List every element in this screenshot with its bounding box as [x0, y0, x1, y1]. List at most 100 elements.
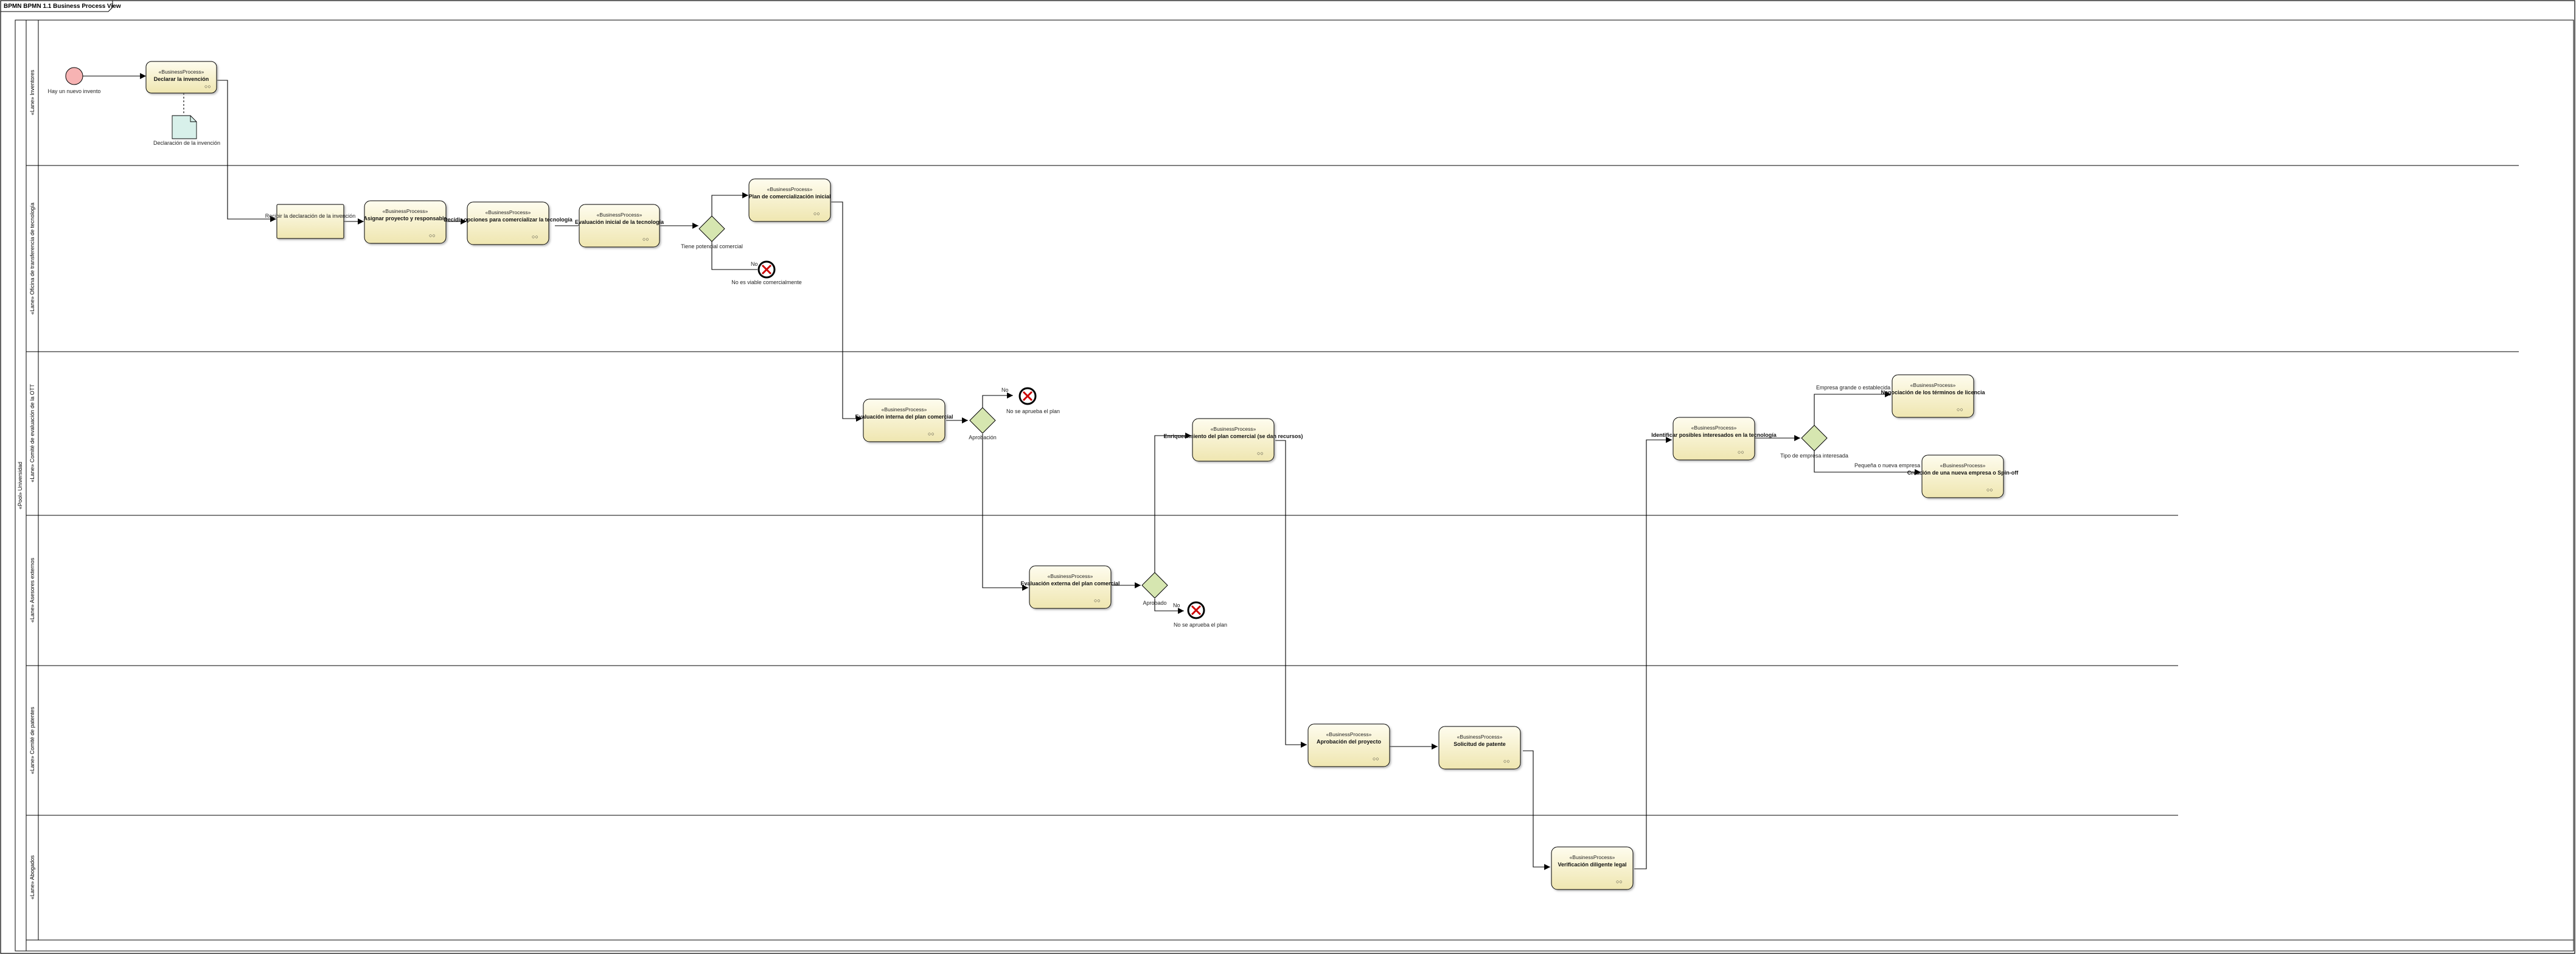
task-t11-label: Solicitud de patente — [1453, 741, 1506, 747]
task-t5[interactable]: «BusinessProcess» Evaluación inicial de … — [575, 204, 664, 248]
task-t15-label: Creación de una nueva empresa o Spin-off — [1907, 470, 2019, 476]
task-t14[interactable]: «BusinessProcess» Negociación de los tér… — [1881, 374, 1986, 418]
gateway-g3: Aprobado — [1141, 572, 1168, 606]
subprocess-icon: ○○ — [1616, 879, 1623, 885]
flow-g2-to-t8 — [982, 434, 1028, 591]
task-t6-label: Plan de comercialización inicial — [748, 193, 830, 200]
task-stereotype: «BusinessProcess» — [159, 69, 204, 75]
task-t1[interactable]: «BusinessProcess» Declarar la invención … — [145, 61, 217, 94]
svg-text:Hay un nuevo invento: Hay un nuevo invento — [47, 88, 100, 94]
task-stereotype: «BusinessProcess» — [767, 186, 813, 192]
end-event-2-label: No se aprueba el plan — [1006, 408, 1060, 414]
end-event-1-label: No es viable comercialmente — [731, 279, 802, 285]
flow-label-small-company: Pequeña o nueva empresa — [1854, 462, 1920, 468]
task-stereotype: «BusinessProcess» — [1691, 425, 1737, 431]
task-t4-label: Decidir opciones para comercializar la t… — [444, 217, 573, 223]
task-t15[interactable]: «BusinessProcess» Creación de una nueva … — [1907, 454, 2019, 498]
task-stereotype: «BusinessProcess» — [1211, 426, 1256, 432]
task-t14-label: Negociación de los términos de licencia — [1881, 389, 1985, 395]
flow-label-big-company: Empresa grande o establecida — [1816, 385, 1890, 391]
task-t9-label: Enriquecimiento del plan comercial (se d… — [1163, 433, 1303, 439]
task-t5-label: Evaluación inicial de la tecnología — [575, 219, 664, 225]
gateway-g4-label: Tipo de empresa interesada — [1780, 453, 1848, 459]
task-t10-label: Aprobación del proyecto — [1317, 739, 1382, 745]
flow-g3-to-end3 — [1154, 599, 1184, 614]
diagram-title: BPMN BPMN 1.1 Business Process View — [4, 3, 121, 10]
end-event-3: No se aprueba el plan — [1174, 601, 1227, 628]
task-stereotype: «BusinessProcess» — [1910, 382, 1956, 388]
subprocess-icon: ○○ — [1738, 449, 1744, 455]
end-event-3-label: No se aprueba el plan — [1174, 622, 1227, 628]
task-stereotype: «BusinessProcess» — [1570, 854, 1615, 860]
lane-otri-label: «Lane» Oficina de transferencia de tecno… — [29, 203, 35, 315]
flow-t9-to-t10 — [1275, 440, 1307, 748]
subprocess-icon: ○○ — [1986, 487, 1993, 493]
start-event-label: Hay un nuevo invento — [47, 88, 100, 94]
task-t7-label: Evaluación interna del plan comercial — [855, 414, 953, 420]
subprocess-icon: ○○ — [1373, 756, 1379, 762]
task-t3[interactable]: «BusinessProcess» Asignar proyecto y res… — [363, 200, 447, 244]
gateway-g2: Aprobación — [969, 407, 997, 440]
flow-label-no3: No — [1173, 602, 1180, 608]
task-stereotype: «BusinessProcess» — [1048, 573, 1093, 579]
subprocess-icon: ○○ — [642, 236, 649, 242]
task-t12[interactable]: «BusinessProcess» Verificación diligente… — [1551, 846, 1634, 890]
task-t6[interactable]: «BusinessProcess» Plan de comercializaci… — [748, 178, 831, 222]
pool-label: «Pool» Universidad — [17, 462, 23, 509]
task-t7[interactable]: «BusinessProcess» Evaluación interna del… — [855, 399, 953, 442]
task-t2-label: Recibir la declaración de la invención — [265, 213, 356, 219]
flow-t11-to-t12 — [1523, 750, 1550, 870]
task-t9[interactable]: «BusinessProcess» Enriquecimiento del pl… — [1163, 418, 1303, 462]
flow-g4-to-t14 — [1814, 391, 1891, 430]
subprocess-icon: ○○ — [1257, 450, 1264, 456]
task-stereotype: «BusinessProcess» — [1940, 462, 1986, 468]
gateway-g1-label: Tiene potencial comercial — [681, 243, 743, 249]
task-t2[interactable]: Recibir la declaración de la invención — [265, 204, 356, 239]
gateway-g1: Tiene potencial comercial — [681, 215, 743, 249]
flow-t12-to-t13 — [1634, 437, 1672, 869]
lane-abogados-label: «Lane» Abogados — [29, 855, 35, 899]
flow-t1-to-t2 — [217, 80, 276, 222]
data-object-label: Declaración de la invención — [153, 140, 220, 146]
task-t4[interactable]: «BusinessProcess» Decidir opciones para … — [444, 201, 573, 245]
lane-patentes-label: «Lane» Comité de patentes — [29, 706, 35, 774]
end-event-2: No se aprueba el plan — [1006, 387, 1060, 414]
pool: «Pool» Universidad — [15, 19, 2574, 952]
task-t13-label: Identificar posibles interesados en la t… — [1651, 432, 1777, 438]
flow-g1-to-t6 — [711, 192, 748, 218]
task-stereotype: «BusinessProcess» — [383, 208, 428, 214]
flow-label-no2: No — [1001, 387, 1009, 393]
task-t13[interactable]: «BusinessProcess» Identificar posibles i… — [1651, 417, 1777, 461]
task-t3-label: Asignar proyecto y responsable — [363, 215, 447, 221]
task-t1-label: Declarar la invención — [154, 76, 209, 82]
flow-g4-to-t15 — [1814, 445, 1921, 475]
flow-t6-to-t7 — [831, 201, 862, 422]
flow-g1-to-end1 — [711, 240, 757, 270]
flow-g3-to-t9 — [1154, 433, 1191, 577]
task-t8[interactable]: «BusinessProcess» Evaluación externa del… — [1020, 565, 1120, 609]
data-object: Declaración de la invención — [153, 115, 220, 146]
task-stereotype: «BusinessProcess» — [486, 209, 531, 215]
subprocess-icon: ○○ — [1094, 597, 1101, 604]
task-t8-label: Evaluación externa del plan comercial — [1020, 580, 1119, 587]
subprocess-icon: ○○ — [1957, 406, 1963, 413]
gateway-g3-label: Aprobado — [1143, 600, 1166, 606]
flow-labels: No No No Empresa grande o establecida Pe… — [751, 261, 1920, 608]
flow-label-no1: No — [751, 261, 758, 267]
lane-asesores-label: «Lane» Asesores externos — [29, 557, 35, 622]
subprocess-icon: ○○ — [928, 431, 935, 437]
subprocess-icon: ○○ — [204, 83, 211, 89]
lanes: «Lane» Inventores «Lane» Oficina de tran… — [26, 20, 2574, 941]
subprocess-icon: ○○ — [429, 232, 436, 238]
task-t12-label: Verificación diligente legal — [1558, 862, 1626, 868]
gateway-g4: Tipo de empresa interesada — [1780, 425, 1848, 459]
task-t10[interactable]: «BusinessProcess» Aprobación del proyect… — [1307, 723, 1390, 767]
task-t11[interactable]: «BusinessProcess» Solicitud de patente ○… — [1438, 726, 1521, 770]
task-stereotype: «BusinessProcess» — [882, 406, 927, 413]
start-event: Hay un nuevo invento — [47, 67, 101, 94]
task-stereotype: «BusinessProcess» — [1457, 734, 1503, 740]
subprocess-icon: ○○ — [1503, 758, 1510, 764]
task-stereotype: «BusinessProcess» — [1326, 731, 1372, 737]
